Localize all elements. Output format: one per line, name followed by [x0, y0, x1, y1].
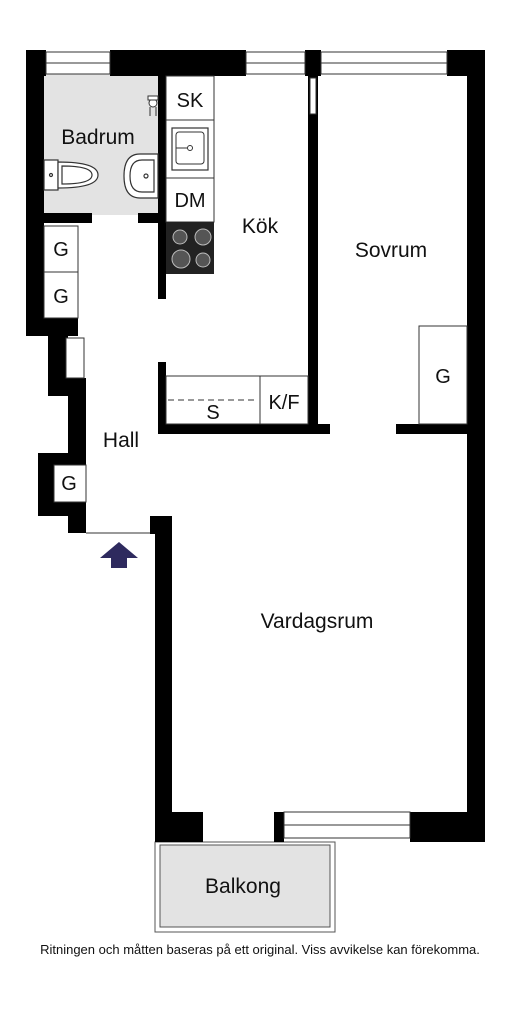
basin-icon [123, 153, 159, 199]
faucet-icon [147, 95, 159, 116]
windows [45, 51, 448, 839]
label-s: S [206, 402, 219, 424]
label-g-closet-3: G [61, 473, 77, 495]
floor-plan: Badrum Kök Sovrum Hall Vardagsrum Balkon… [26, 50, 485, 933]
label-g-closet-4: G [435, 366, 451, 388]
walls [26, 50, 485, 842]
label-balkong: Balkong [205, 875, 281, 898]
label-kok: Kök [242, 215, 279, 238]
label-sovrum: Sovrum [355, 239, 427, 262]
toilet-icon [43, 159, 99, 191]
balcony-outline [154, 841, 336, 933]
label-g-closet-1: G [53, 239, 69, 261]
label-vardagsrum: Vardagsrum [261, 610, 374, 633]
sink-icon [171, 127, 209, 171]
closets [43, 225, 468, 503]
label-dm: DM [174, 190, 205, 212]
stove-icon [166, 222, 214, 274]
balcony-floor [159, 844, 331, 928]
label-sk: SK [177, 90, 204, 112]
disclaimer-text: Ritningen och måtten baseras på ett orig… [40, 942, 480, 957]
label-kf: K/F [268, 392, 299, 414]
entrance-arrow-icon [100, 542, 138, 568]
label-g-closet-2: G [53, 286, 69, 308]
label-hall: Hall [103, 429, 139, 452]
label-badrum: Badrum [61, 126, 135, 149]
